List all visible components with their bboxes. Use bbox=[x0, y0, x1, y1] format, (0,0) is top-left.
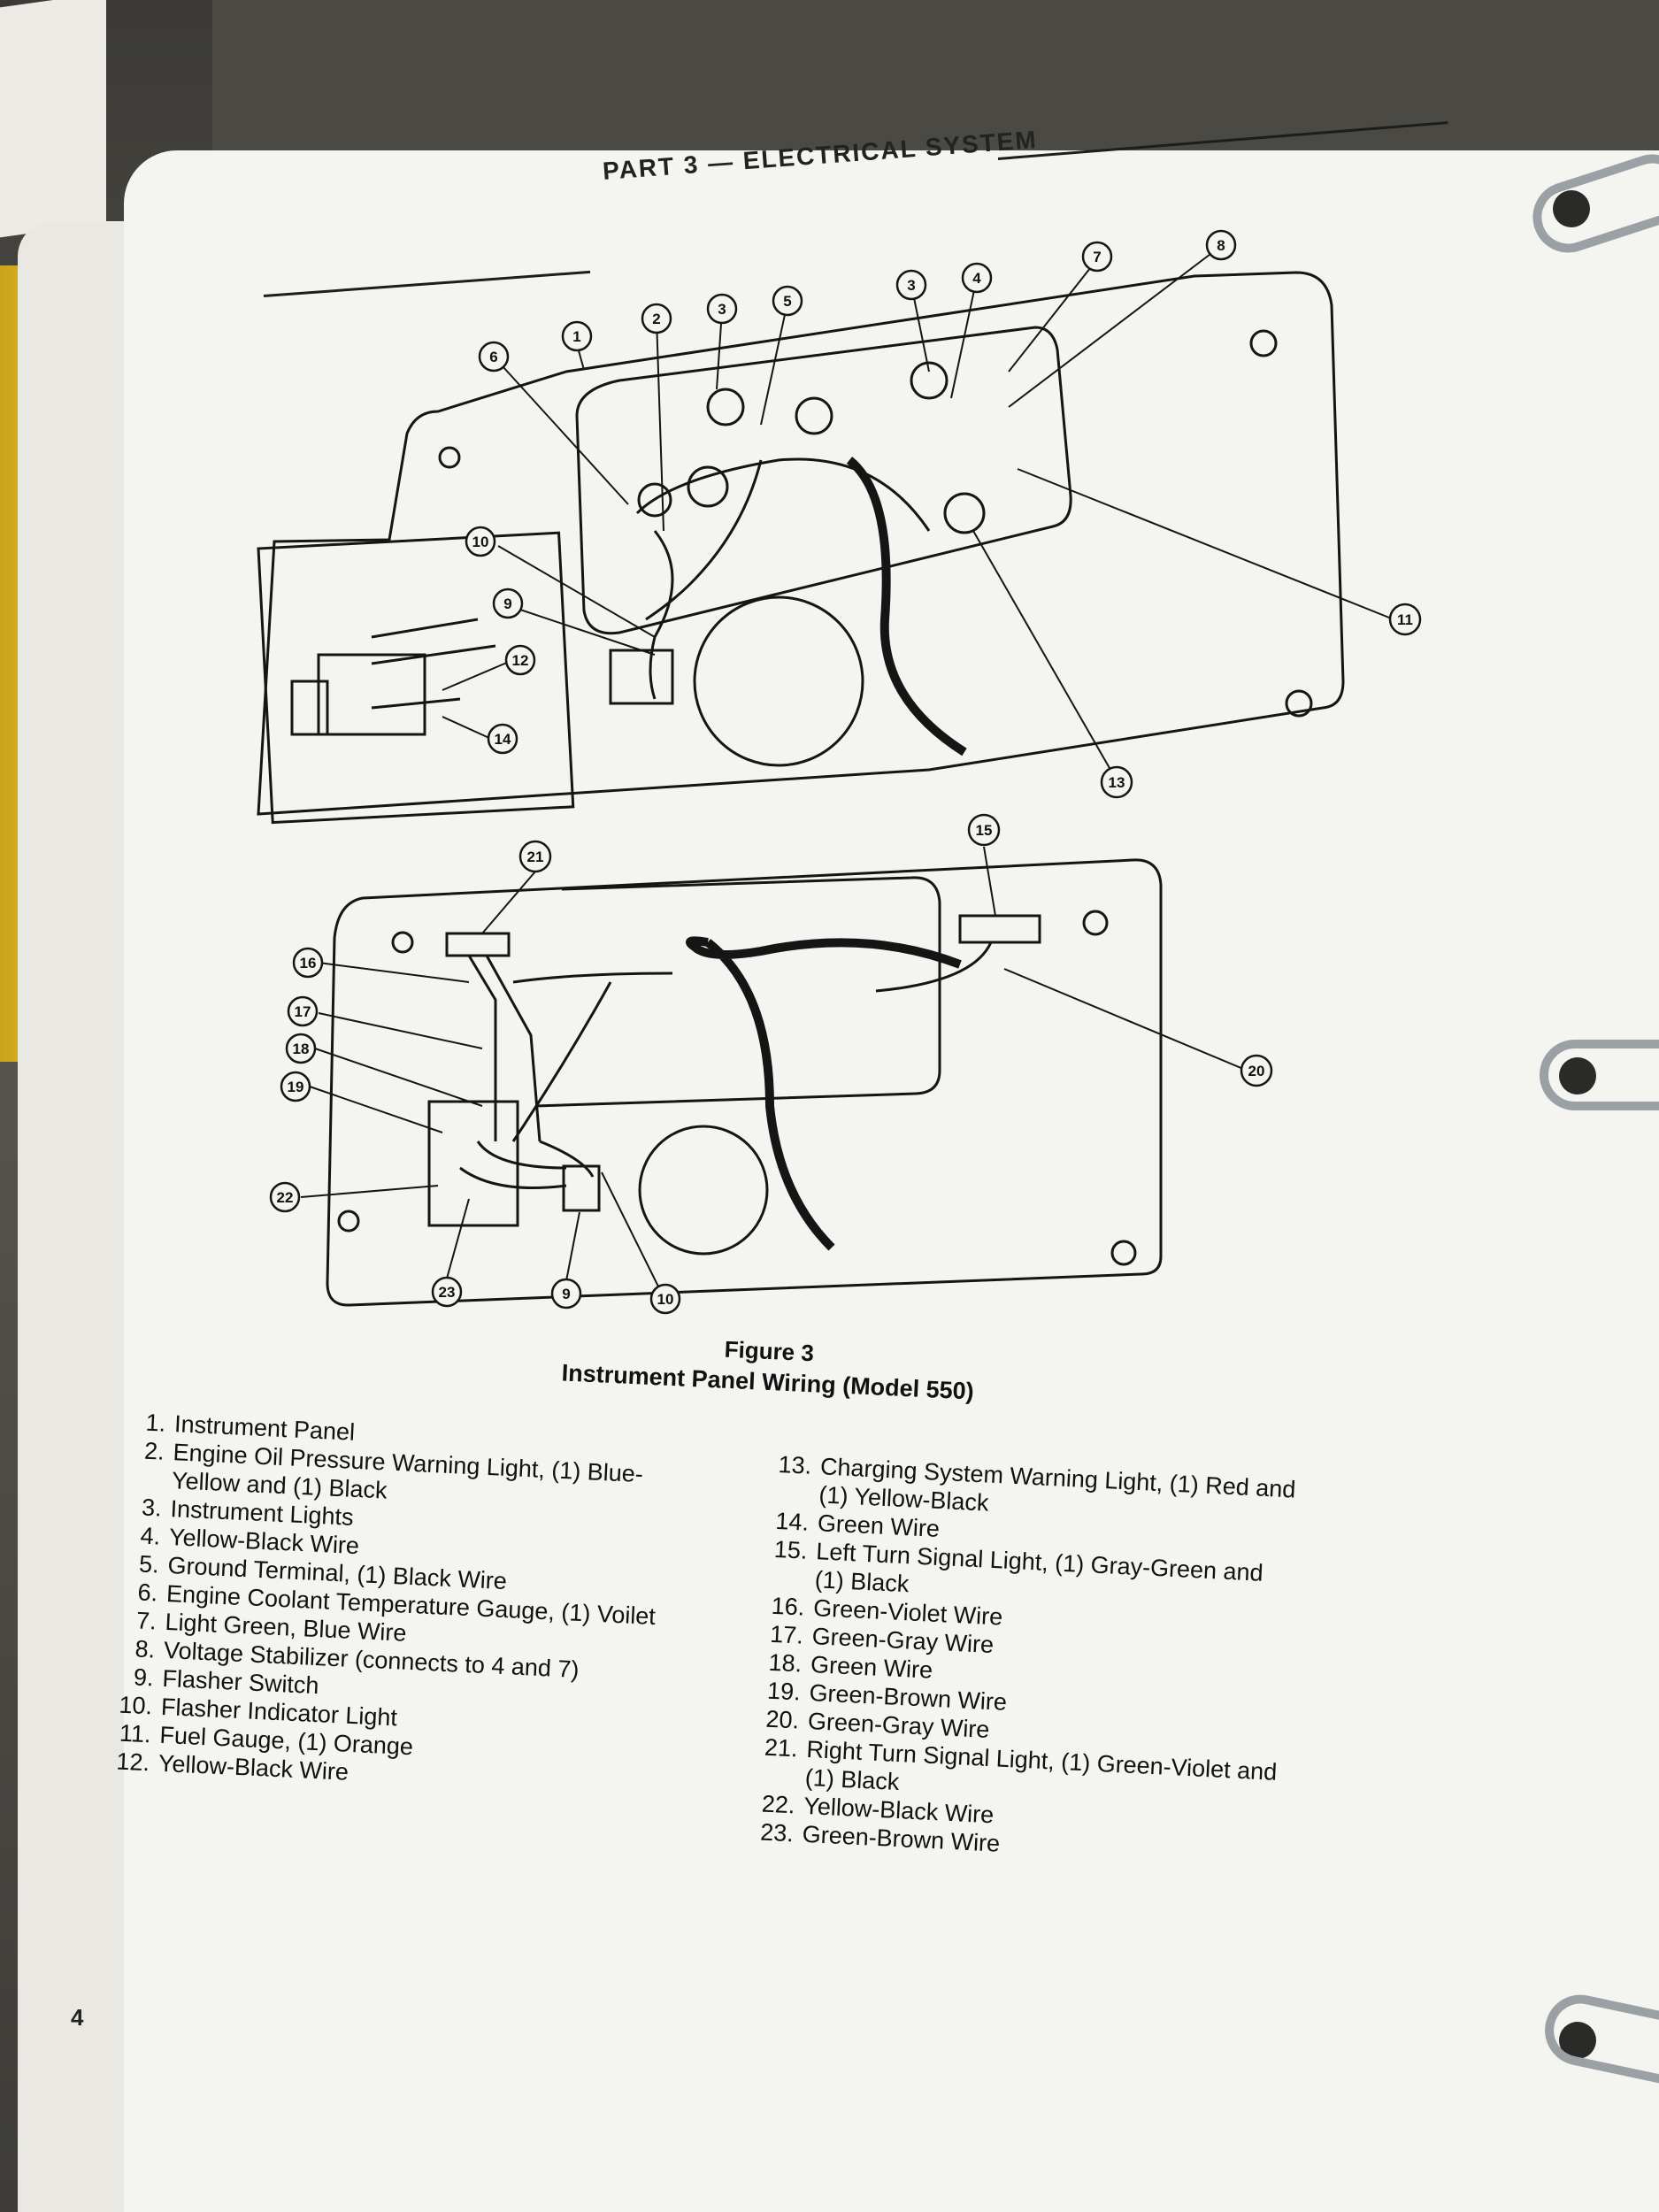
punch-hole bbox=[1559, 2022, 1596, 2059]
legend-item-number: 13. bbox=[777, 1450, 812, 1479]
callout-17: 17 bbox=[295, 1003, 311, 1020]
callout-9b: 9 bbox=[562, 1286, 570, 1302]
legend-item-number: 18. bbox=[767, 1648, 803, 1678]
callout-20: 20 bbox=[1248, 1063, 1265, 1079]
page-number: 4 bbox=[71, 2004, 84, 2031]
lower-panel-outline bbox=[326, 858, 1163, 1307]
callout-18: 18 bbox=[293, 1041, 310, 1057]
callout-15: 15 bbox=[976, 822, 993, 839]
legend-item-number: 1. bbox=[144, 1409, 166, 1437]
gauge-cluster bbox=[575, 326, 1072, 635]
callout-5: 5 bbox=[783, 293, 791, 310]
legend-item-number: 11. bbox=[119, 1719, 152, 1748]
lower-harness bbox=[686, 936, 962, 1251]
callout-22: 22 bbox=[277, 1189, 294, 1206]
callout-21: 21 bbox=[527, 849, 544, 865]
legend-item-number: 15. bbox=[773, 1535, 809, 1564]
manual-page bbox=[124, 150, 1659, 2212]
callout-7: 7 bbox=[1093, 249, 1101, 265]
legend-item-number: 23. bbox=[759, 1818, 795, 1847]
binder-ring bbox=[1540, 1040, 1659, 1110]
legend-item-number: 16. bbox=[771, 1592, 806, 1621]
wiring-harness bbox=[846, 457, 967, 757]
upper-panel-outline bbox=[257, 271, 1345, 816]
callout-16: 16 bbox=[300, 955, 317, 972]
legend-item-number: 4. bbox=[139, 1522, 161, 1550]
legend-item-number: 7. bbox=[135, 1607, 157, 1635]
legend-item-number: 5. bbox=[138, 1550, 160, 1578]
legend-item-number: 6. bbox=[136, 1578, 158, 1607]
callout-23: 23 bbox=[439, 1284, 456, 1301]
legend-right-column: 13.Charging System Warning Light, (1) Re… bbox=[741, 1449, 1296, 1871]
legend-item-number: 19. bbox=[766, 1677, 802, 1706]
legend-item-number: 17. bbox=[769, 1620, 804, 1649]
legend-item-number: 22. bbox=[761, 1790, 796, 1819]
legend-item-number: 8. bbox=[134, 1635, 156, 1663]
inset-box bbox=[257, 531, 575, 825]
callout-3: 3 bbox=[718, 301, 726, 318]
punch-hole bbox=[1553, 190, 1590, 227]
legend-item-number: 12. bbox=[115, 1747, 150, 1777]
legend-item-number: 20. bbox=[764, 1705, 800, 1734]
callout-1: 1 bbox=[572, 328, 580, 345]
callout-12: 12 bbox=[512, 652, 529, 669]
callout-10b: 10 bbox=[657, 1291, 674, 1308]
legend-item-number: 2. bbox=[143, 1437, 165, 1465]
callout-19: 19 bbox=[288, 1079, 304, 1095]
callout-13: 13 bbox=[1109, 774, 1125, 791]
callout-4: 4 bbox=[972, 270, 981, 287]
callout-11: 11 bbox=[1397, 611, 1413, 628]
legend-item-number: 10. bbox=[118, 1691, 153, 1720]
callout-2: 2 bbox=[652, 311, 660, 327]
callout-10: 10 bbox=[472, 534, 489, 550]
callout-8: 8 bbox=[1217, 237, 1225, 254]
legend-item-number: 9. bbox=[133, 1663, 155, 1692]
callout-9: 9 bbox=[503, 595, 511, 612]
legend-item-number: 14. bbox=[774, 1507, 810, 1536]
callout-6: 6 bbox=[489, 349, 497, 365]
legend-item-number: 3. bbox=[141, 1494, 163, 1522]
legend-item-number: 21. bbox=[764, 1733, 799, 1763]
callout-3b: 3 bbox=[907, 277, 915, 294]
callout-14: 14 bbox=[495, 731, 511, 748]
